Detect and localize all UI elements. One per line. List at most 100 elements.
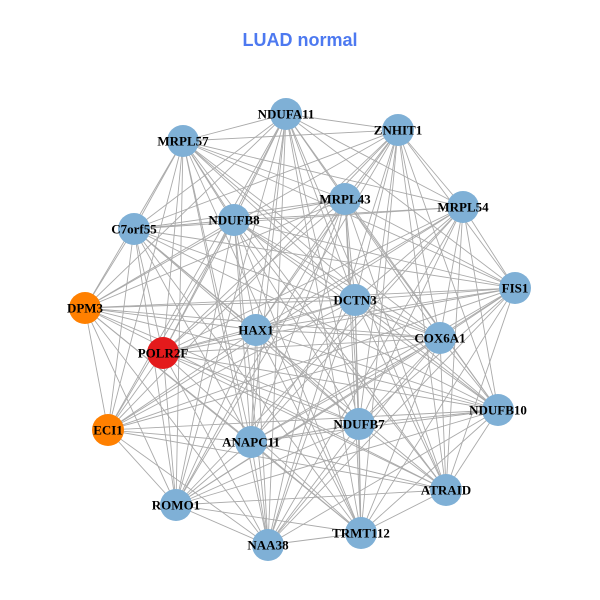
edge [133,228,499,411]
node-label: NDUFB7 [333,417,385,432]
edge [84,307,109,431]
node-circle [252,529,284,561]
node-atraid[interactable]: ATRAID [421,474,471,506]
edge [233,219,447,491]
edge [133,228,447,491]
node-circle [343,408,375,440]
edge [285,113,356,301]
node-circle [424,322,456,354]
edge [182,140,464,208]
edge [233,219,441,339]
node-polr2f[interactable]: POLR2F [138,337,189,369]
edge [255,329,362,534]
node-label: POLR2F [138,346,189,361]
edge [84,219,235,309]
edge [360,337,441,534]
edge [133,228,516,289]
edge [358,423,447,491]
edge [462,206,516,289]
node-trmt112[interactable]: TRMT112 [332,517,390,549]
node-cox6a1[interactable]: COX6A1 [414,322,466,354]
edge [267,287,516,546]
node-label: ATRAID [421,483,471,498]
edge [175,423,360,506]
node-label: ECI1 [93,423,123,438]
edge [162,129,399,354]
edge [255,287,516,331]
edge [162,352,360,425]
node-circle [382,114,414,146]
edge [133,228,441,339]
node-ndufa11[interactable]: NDUFA11 [258,98,315,130]
node-circle [482,394,514,426]
node-eci1[interactable]: ECI1 [92,414,124,446]
node-mrpl43[interactable]: MRPL43 [319,183,371,215]
edge [397,129,464,208]
edge [344,198,441,339]
node-fis1[interactable]: FIS1 [499,272,531,304]
node-ndufb8[interactable]: NDUFB8 [208,204,260,236]
edge [233,219,499,411]
edge [250,441,362,534]
edge [162,113,287,354]
edge [107,228,135,431]
edge [182,140,499,411]
node-anapc11[interactable]: ANAPC11 [222,426,280,458]
node-circle [430,474,462,506]
edge [250,441,269,546]
edge [397,129,499,411]
edge [107,409,499,431]
node-label: FIS1 [502,281,529,296]
node-mrpl54[interactable]: MRPL54 [437,191,489,223]
edge [175,329,257,506]
edge [250,206,464,443]
edge [445,206,464,491]
node-mrpl57[interactable]: MRPL57 [157,125,209,157]
node-circle [160,489,192,521]
edge [133,206,464,230]
node-circle [147,337,179,369]
node-circle [235,426,267,458]
node-naa38[interactable]: NAA38 [247,529,289,561]
edge [107,429,252,443]
edge [162,352,499,411]
edge [250,423,360,443]
edge [84,299,356,309]
node-circle [69,292,101,324]
node-romo1[interactable]: ROMO1 [152,489,200,521]
node-label: ZNHIT1 [374,123,422,138]
node-label: NDUFB8 [208,213,260,228]
edge [250,287,516,443]
edge [182,140,441,339]
node-c7orf55[interactable]: C7orf55 [111,213,157,245]
edge [107,429,269,546]
node-dpm3[interactable]: DPM3 [67,292,104,324]
edge [267,423,360,546]
node-znhit1[interactable]: ZNHIT1 [374,114,422,146]
edge [354,287,516,301]
edge [267,409,499,546]
node-label: MRPL57 [157,134,209,149]
node-hax1[interactable]: HAX1 [238,314,274,346]
edge [182,113,287,142]
edge [344,198,447,491]
edge [107,429,177,506]
node-label: HAX1 [238,323,273,338]
node-ndufb10[interactable]: NDUFB10 [469,394,527,426]
node-circle [499,272,531,304]
node-circle [218,204,250,236]
node-dctn3[interactable]: DCTN3 [333,284,377,316]
edge [133,113,287,230]
edge [84,307,499,411]
edge [360,409,499,534]
edge [233,219,257,331]
node-circle [240,314,272,346]
node-circle [339,284,371,316]
node-label: MRPL54 [437,200,489,215]
node-ndufb7[interactable]: NDUFB7 [333,408,385,440]
edge [133,228,177,506]
edge [250,299,356,443]
edge [267,337,441,546]
